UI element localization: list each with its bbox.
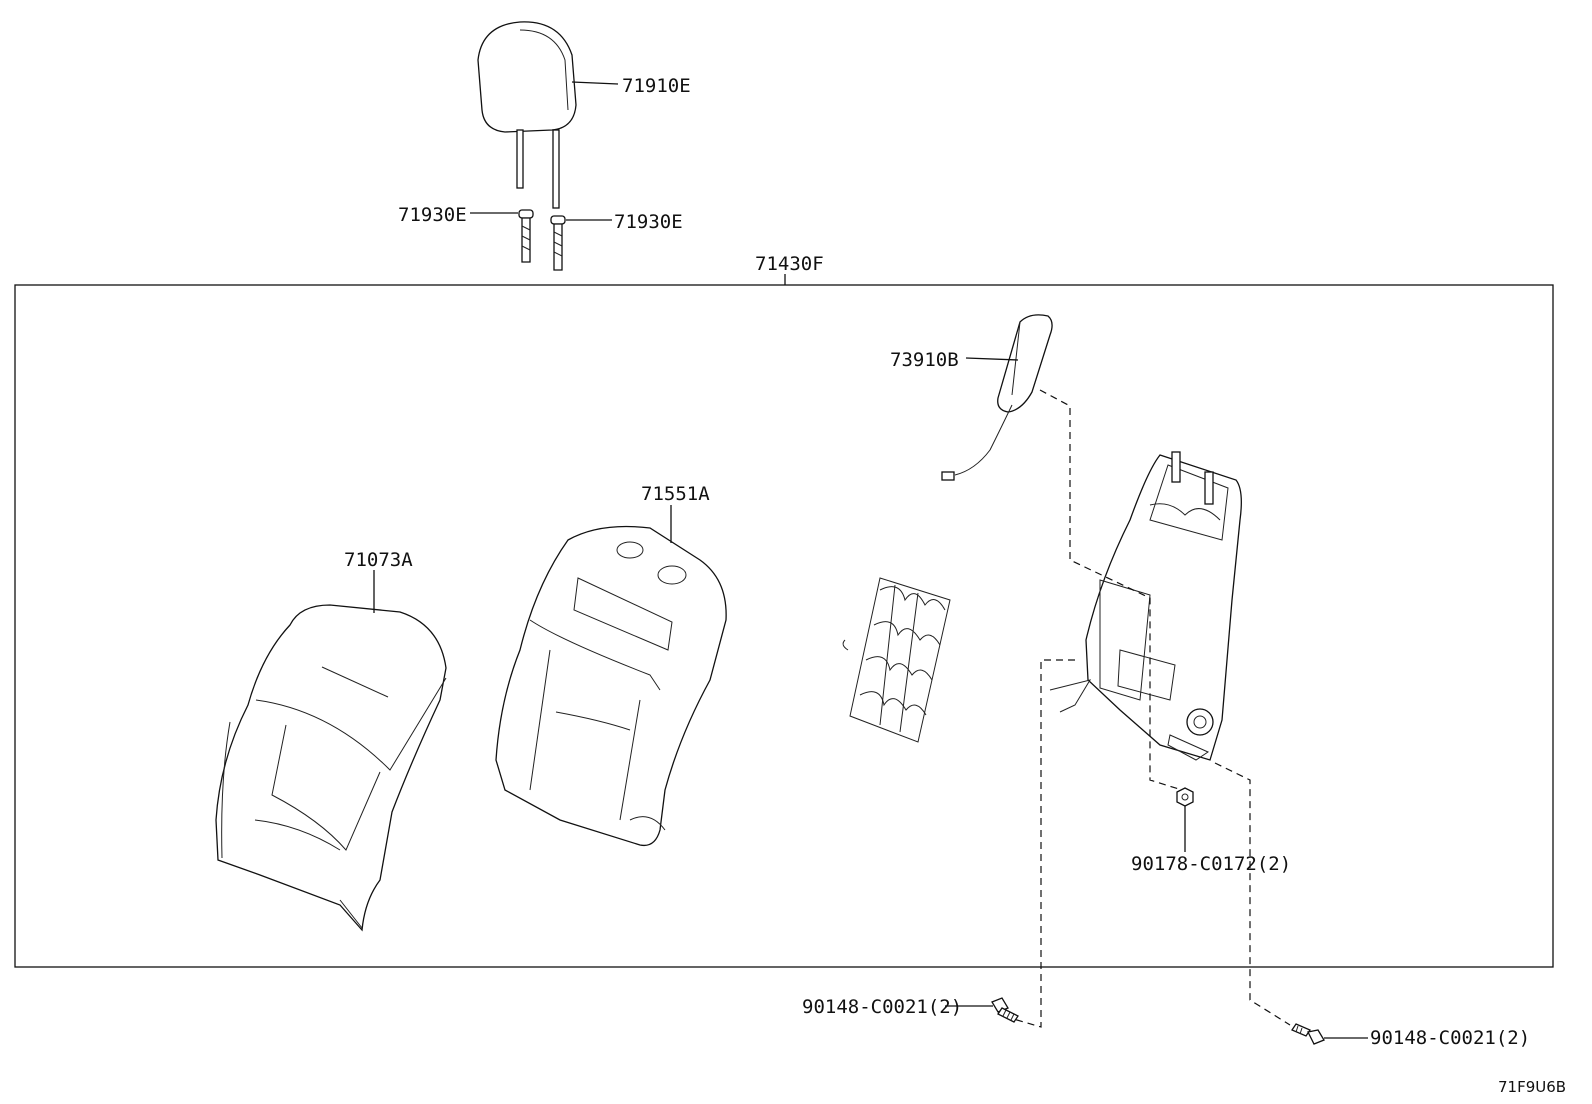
label-headrest-guide-left: 71930E	[398, 204, 467, 226]
spring-mat-illustration	[842, 577, 951, 743]
seatback-cover-illustration	[215, 604, 447, 932]
label-assembly: 71430F	[755, 253, 824, 275]
seatback-frame-illustration	[1049, 451, 1242, 761]
headrest-guide-right-illustration	[550, 215, 566, 271]
label-headrest-guide-right: 71930E	[614, 211, 683, 233]
dashed-line-airbag	[1039, 389, 1183, 791]
label-headrest: 71910E	[622, 75, 691, 97]
bolt-lower-left-illustration	[991, 997, 1019, 1023]
nut-illustration	[1176, 787, 1194, 807]
side-airbag-illustration	[941, 314, 1053, 481]
label-nut: 90178-C0172(2)	[1131, 853, 1291, 875]
headrest-illustration	[477, 21, 577, 209]
dashed-line-bolt-right	[1214, 762, 1291, 1026]
label-side-airbag: 73910B	[890, 349, 959, 371]
dashed-line-bolt-left	[1009, 659, 1075, 1028]
label-seatback-pad: 71551A	[641, 483, 710, 505]
label-bolt-lower-right: 90148-C0021(2)	[1370, 1027, 1530, 1049]
label-seatback-cover: 71073A	[344, 549, 413, 571]
label-bolt-lower-left: 90148-C0021(2)	[802, 996, 962, 1018]
seatback-pad-illustration	[495, 525, 727, 847]
headrest-guide-left-illustration	[518, 209, 534, 263]
bolt-lower-right-illustration	[1291, 1023, 1325, 1045]
assembly-frame	[14, 284, 1554, 968]
diagram-code: 71F9U6B	[1498, 1078, 1566, 1096]
